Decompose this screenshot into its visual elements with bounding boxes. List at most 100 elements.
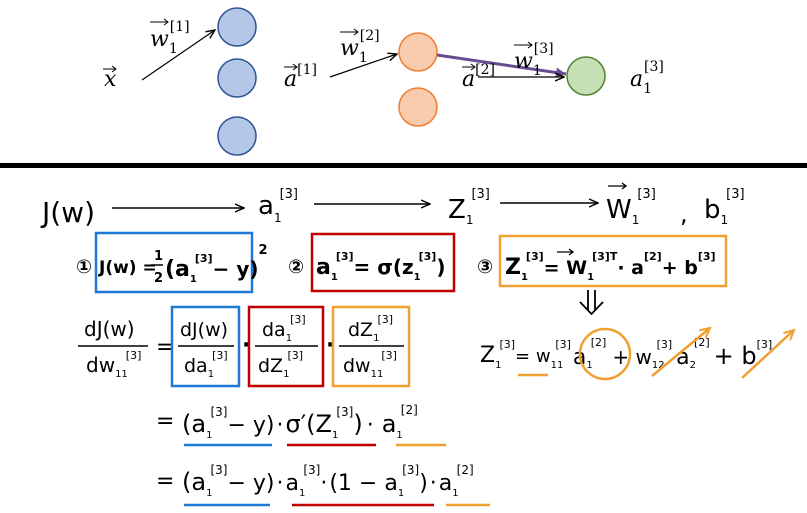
chain-j: J(w) [40,196,95,229]
layer1-node-1 [217,7,257,47]
chain-b: b [704,195,721,225]
line3-dot1: · [276,471,283,496]
svg-text:=: = [156,409,174,434]
line3-a2-sup: [2] [457,463,474,477]
equation-1-pow: 2 [259,243,268,258]
expanded-a2-sub: 2 [690,360,696,371]
equation-2: ② a1[3]= σ(z1[3]) [288,232,456,293]
svg-text:w1[1]: w1[1] [150,19,190,57]
svg-text:da1[3]: da1[3] [184,349,228,380]
equation-1-tail: − y) [213,257,259,281]
svg-text:dw11[3]: dw11[3] [343,349,397,380]
section-divider [0,163,807,168]
svg-text:dJ(w): dJ(w) [84,317,135,341]
factor-2-num-sup: [3] [290,313,306,326]
w1-layer2-sub: 1 [359,50,368,66]
a1-vector-arrow [284,63,298,71]
line2-p1-sub: 1 [206,430,212,441]
svg-text:·: · [326,333,334,358]
factor-3-num-sub: 1 [373,333,379,344]
derivative-dot-2: · [326,333,334,358]
equation-3-number: ③ [477,256,493,278]
factor-1-den-sup: [3] [212,349,228,362]
lhs-den-sub: 11 [115,369,128,380]
a1-label: a [284,67,297,92]
svg-text:dw11[3]: dw11 [3] [86,349,141,380]
chain-z-sup: [3] [471,187,489,202]
equation-2-box [310,232,456,293]
svg-text:J(w): J(w) [40,196,95,229]
equation-3-w-sup: [3]T [592,250,618,263]
svg-text:(a1[3]− y)2: (a1[3]− y)2 [165,243,268,285]
w1-layer2-vector-arrow [340,28,359,36]
factor-2-den-sub: 1 [283,369,289,380]
equation-3-eq: = W [544,257,588,279]
chain-a: a [258,191,274,221]
svg-text:dZ1[3]: dZ1[3] [348,313,393,344]
factor-2-box [247,305,325,388]
lhs-den-sup: [3] [126,349,142,362]
equation-3-dot: · a [617,257,644,279]
input-x-vector-arrow [103,65,117,73]
expanded-a1-sub: 1 [586,360,592,371]
equation-3-plus: + b [662,257,698,279]
equation-3-b-sup: [3] [698,250,716,263]
svg-text:w1[2]: w1[2] [340,28,380,66]
expanded-plus1-w: + w [612,345,651,369]
equation-2-close: ) [436,255,445,279]
w1-layer3-vector-arrow [514,41,533,49]
line3-p2: (1 − a [329,471,397,496]
expanded-w11-sub: 11 [551,360,564,371]
layer1-node-3 [217,116,257,156]
chain-b-sub: 1 [721,213,729,227]
equation-1: ① J(w) = 1 2 (a1[3]− y)2 [76,231,268,294]
arrow-x-to-a1 [141,30,215,81]
lhs-denominator: dw [86,353,115,377]
line3-p1-tail: − y) [227,471,274,496]
line2-dot2: · [367,413,374,438]
equation-2-a-sub: 1 [331,272,338,283]
line3-p2-sup: [3] [402,463,419,477]
line2-sig-sub: 1 [332,430,338,441]
svg-text:Z1[3]= W1[3]T· a[2]+ b[3]: Z1[3]= W1[3]T· a[2]+ b[3] [505,250,716,283]
chain-w-sup: [3] [637,187,655,202]
derivative-dot-1: · [242,333,250,358]
line3-p2-sub: 1 [398,488,404,499]
line2-sig-sup: [3] [336,405,353,419]
svg-text:x: x [104,67,117,92]
svg-text:,: , [680,200,688,228]
equation-1-frac-num: 1 [154,249,163,264]
input-x-label: x [104,67,117,92]
a2-strikethrough [651,328,710,377]
line3-dot3: · [430,471,437,496]
derivative-line-2: = (a1[3]− y)·σ′(Z1[3])·a1[2] [156,403,446,447]
line2-a-sub: 1 [396,430,402,441]
chain-comma: , [680,200,688,228]
output-sub: 1 [643,81,652,97]
line2-equals: = [156,409,174,434]
svg-text:Z1[3]: Z1[3] [448,187,490,227]
a1-sup: [1] [297,62,317,78]
expanded-z-sub: 1 [495,360,501,371]
expanded-w12-sub: 12 [652,360,665,371]
equation-3-z-sup: [3] [526,250,544,263]
line3-p2-close: ) [419,471,428,496]
expanded-a1-sup: [2] [591,336,607,349]
equation-3: ③ Z1[3]= W1[3]T· a[2]+ b[3] [477,234,728,288]
w1-layer3-sub: 1 [533,63,542,79]
derivative-line-3: = (a1[3]− y)·a1[3]·(1 − a1[3])·a1[2] [156,463,490,507]
layer2-node-2 [398,87,438,127]
a1-highlight-circle [578,327,632,381]
svg-text:a1[3]= σ(z1[3]): a1[3]= σ(z1[3]) [316,250,445,283]
equation-3-w-sub: 1 [587,272,594,283]
expanded-a2: a [676,345,689,370]
line2-p1-sup: [3] [210,405,227,419]
chain-z-sub: 1 [466,213,474,227]
equation-3-box [498,234,728,288]
chain-a-sub: 1 [274,211,282,225]
w1-layer3-label: w [514,49,533,74]
line2-sig-close: ) [353,410,362,438]
line2-sigma: σ′(Z [285,410,331,438]
svg-text:=: = [156,335,174,360]
